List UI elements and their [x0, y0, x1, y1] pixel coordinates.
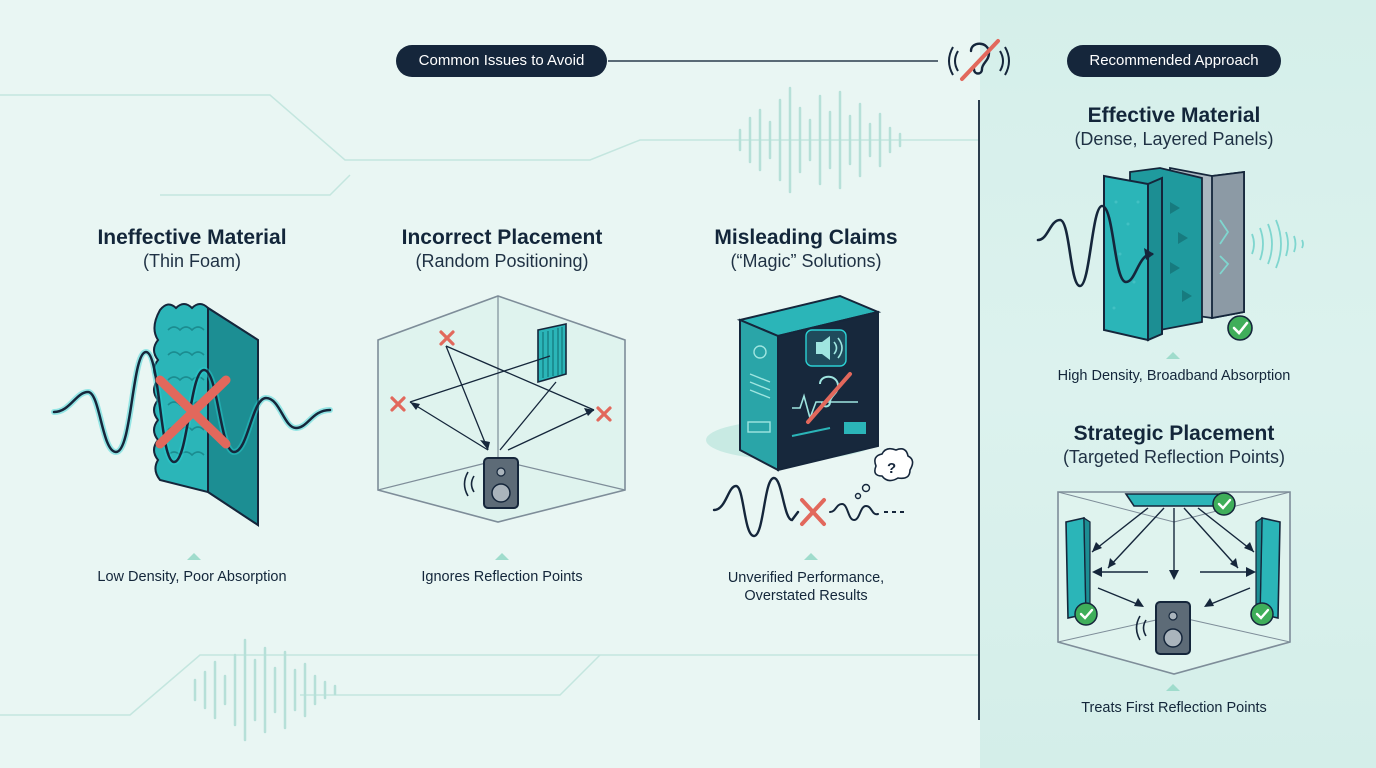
layered-panels-illustration [1036, 166, 1304, 342]
svg-text:?: ? [887, 460, 896, 477]
issue-2-subtitle: (Random Positioning) [415, 251, 589, 271]
issue-2-caption: Ignores Reflection Points [421, 569, 583, 585]
rec-2-caption: Treats First Reflection Points [1081, 700, 1267, 716]
question-bubble-icon: ? [854, 447, 914, 500]
red-x-icon [800, 498, 826, 526]
rec-2-caption-pointer [1166, 684, 1180, 691]
rec-1-subtitle: (Dense, Layered Panels) [1074, 129, 1274, 149]
recommended-pill: Recommended Approach [1067, 45, 1281, 77]
rec-2-title: Strategic Placement [1073, 422, 1275, 445]
red-x-icon [390, 330, 612, 422]
issue-1-title: Ineffective Material [97, 226, 287, 249]
issue-1-caption-pointer [187, 553, 201, 560]
magic-product-box: ? [706, 294, 914, 538]
strategic-placement-room [1057, 491, 1291, 675]
thin-foam-illustration [51, 303, 333, 527]
ear-crossed-icon [948, 39, 1010, 81]
header-connector [608, 39, 1010, 81]
issue-2-caption-pointer [495, 553, 509, 560]
speaker-icon [1135, 601, 1191, 655]
issue-3-subtitle: (“Magic” Solutions) [730, 251, 882, 271]
green-check-icon [1227, 315, 1253, 341]
random-placement-room [377, 295, 626, 523]
issue-3-caption: Unverified Performance, Overstated Resul… [727, 570, 885, 604]
speaker-icon [463, 457, 519, 509]
red-x-icon [155, 375, 231, 449]
issue-1-caption: Low Density, Poor Absorption [97, 569, 287, 585]
issue-1-subtitle: (Thin Foam) [142, 251, 241, 271]
avoid-pill: Common Issues to Avoid [396, 45, 607, 77]
green-check-icon [1074, 492, 1274, 626]
issue-3-caption-pointer [804, 553, 818, 560]
rec-1-title: Effective Material [1087, 104, 1261, 127]
rec-1-caption: High Density, Broadband Absorption [1057, 368, 1291, 384]
issue-3-title: Misleading Claims [714, 226, 898, 249]
rec-1-caption-pointer [1166, 352, 1180, 359]
section-divider [978, 100, 980, 720]
issue-2-title: Incorrect Placement [401, 226, 603, 249]
rec-2-subtitle: (Targeted Reflection Points) [1062, 447, 1286, 467]
